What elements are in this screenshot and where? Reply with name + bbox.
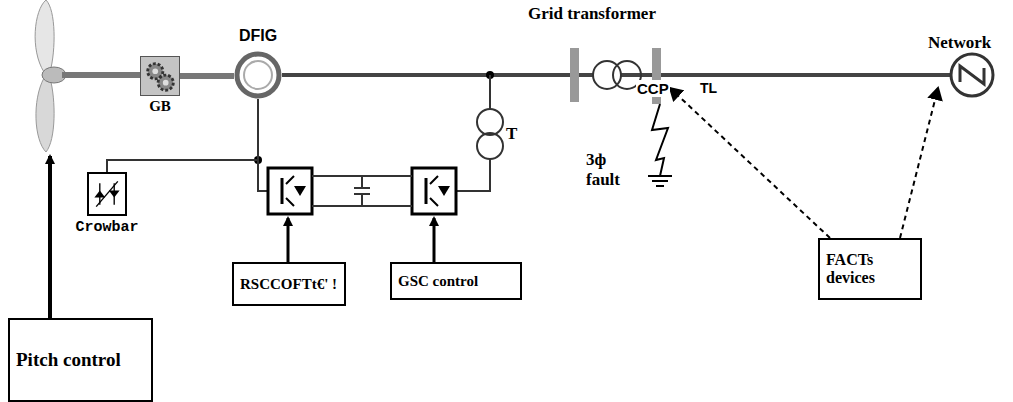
transformer-winding — [477, 109, 503, 135]
wire — [489, 75, 491, 109]
gb-symbol — [141, 57, 179, 95]
facts-box: FACTs devices — [818, 238, 922, 300]
control-arrow — [287, 218, 290, 262]
dashed-arrow — [900, 88, 938, 238]
control-box: Pitch control — [8, 318, 153, 402]
node-text: FACTs devices — [826, 251, 906, 288]
dc-link-capacitor — [312, 176, 412, 206]
gearbox: GB — [140, 56, 180, 96]
fault-symbol — [648, 104, 672, 186]
control-arrow — [48, 156, 52, 318]
diagram-label: Grid transformer — [528, 4, 656, 24]
node-text: DFIG — [239, 27, 277, 45]
grid-source — [951, 54, 993, 96]
dashed-arrow — [670, 88, 830, 238]
node-text: Pitch control — [16, 349, 121, 371]
node-text: Crowbar — [75, 219, 138, 236]
diagram-label: 3ф fault — [586, 150, 636, 191]
diagram-label: TL — [700, 80, 717, 96]
diagram-label: CCP — [636, 80, 670, 97]
control-box: RSCCOFTt€' ! — [232, 262, 346, 306]
diagram-label: T — [506, 124, 517, 144]
crowbar-symbol — [89, 174, 125, 214]
low-speed-shaft — [62, 72, 140, 78]
dfig-symbol — [234, 51, 282, 99]
control-box: GSC control — [390, 262, 522, 300]
bus-bar — [570, 48, 579, 102]
node-text: GB — [149, 98, 171, 115]
transformer-winding — [477, 133, 503, 159]
node-text: GSC control — [398, 273, 478, 290]
control-arrow — [433, 218, 436, 262]
wire — [456, 159, 490, 191]
gsc-converter — [412, 168, 456, 214]
diagram-label: Network — [928, 33, 991, 53]
turbine-rotor — [35, 0, 66, 152]
shaft — [180, 73, 234, 79]
node-text: RSCCOFTt€' ! — [240, 276, 337, 293]
crowbar-circuit: Crowbar — [87, 172, 127, 216]
generator: DFIG — [234, 51, 282, 99]
rotor-wire — [107, 99, 258, 172]
rsc-converter — [268, 168, 312, 214]
